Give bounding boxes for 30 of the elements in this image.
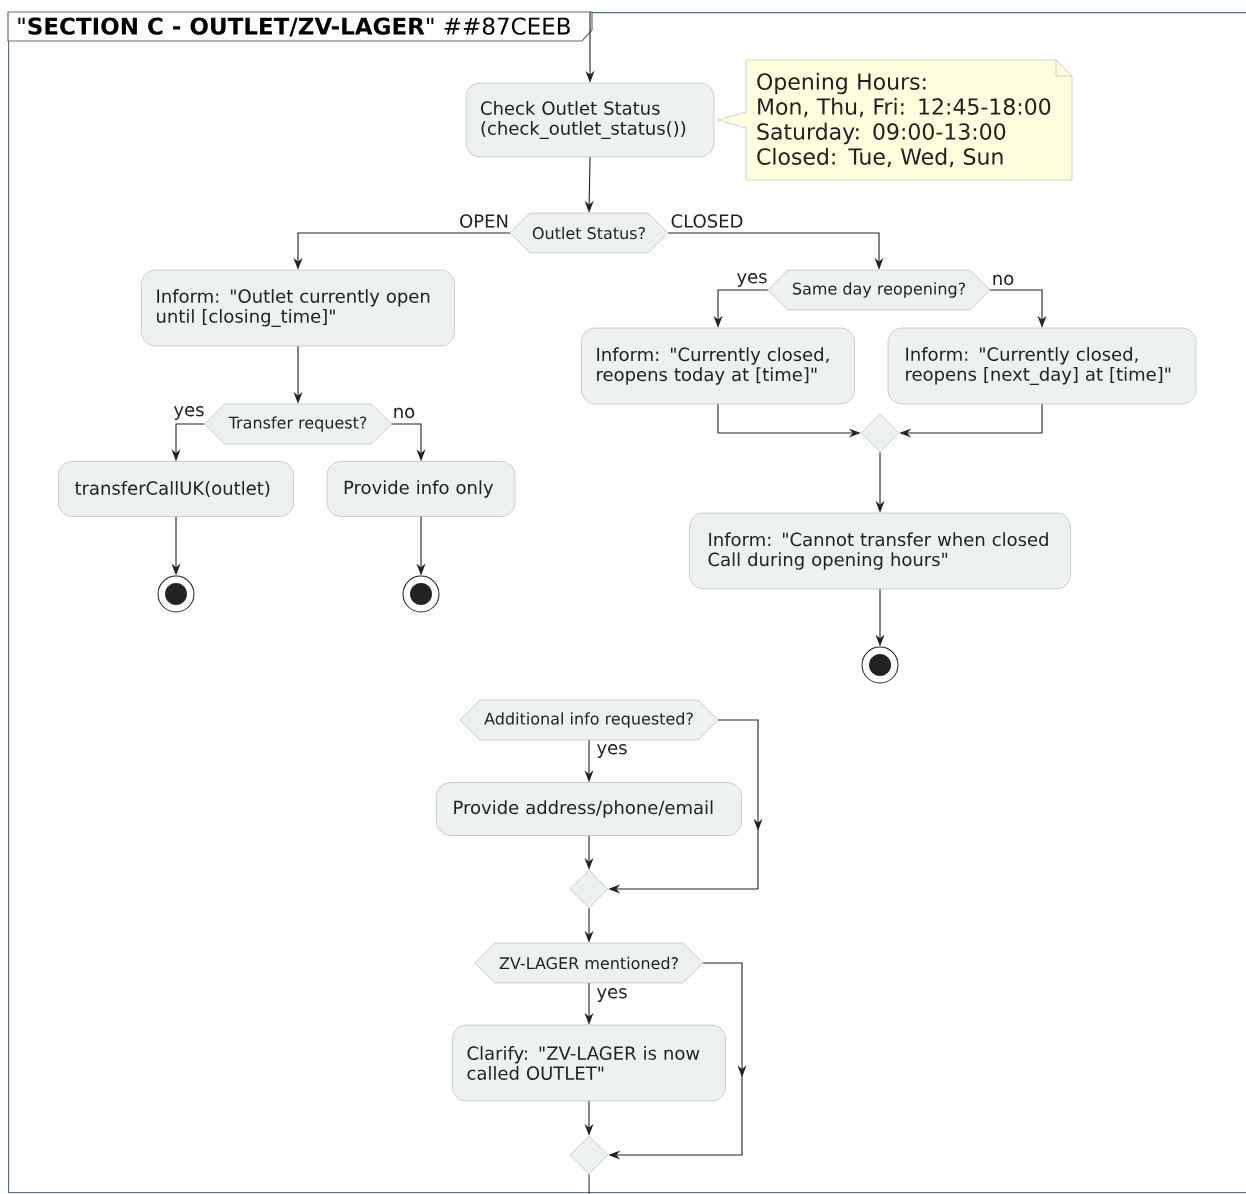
- action-box: Clarify: "ZV-LAGER is now called OUTLET": [452, 1024, 726, 1102]
- edge-label: no: [990, 273, 1016, 287]
- edge-label: yes: [595, 743, 629, 759]
- merge-diamond: [569, 869, 609, 909]
- decision-hexagon: Same day reopening?: [767, 269, 991, 311]
- end-node: [861, 646, 899, 684]
- end-node: [157, 575, 195, 613]
- decision-hexagon: Transfer request?: [204, 403, 392, 445]
- edge-label: yes: [595, 987, 629, 1003]
- action-box: Inform: "Currently closed, reopens today at [time]": [581, 327, 855, 405]
- edge-label: CLOSED: [669, 213, 745, 229]
- edge-label: yes: [735, 272, 769, 288]
- action-box: Provide info only: [326, 461, 516, 517]
- action-box: transferCallUK(outlet): [58, 461, 294, 517]
- action-box: Provide address/phone/email: [436, 782, 742, 836]
- action-box: Inform: "Outlet currently open until [closing_time]": [141, 269, 455, 347]
- decision-hexagon: Additional info requested?: [459, 699, 719, 741]
- action-box: Check Outlet Status (check_outlet_status()): [465, 82, 715, 158]
- decision-hexagon: Outlet Status?: [509, 212, 669, 254]
- connector: [588, 1173, 590, 1194]
- edge-label: yes: [172, 405, 206, 421]
- merge-diamond: [860, 413, 900, 453]
- end-node: [402, 575, 440, 613]
- merge-diamond: [569, 1135, 609, 1175]
- action-box: Inform: "Cannot transfer when closed Call during opening hours": [689, 512, 1071, 590]
- edge-label: no: [391, 406, 417, 420]
- action-box: Inform: "Currently closed, reopens [next_day] at [time]": [887, 327, 1197, 405]
- decision-hexagon: ZV-LAGER mentioned?: [474, 942, 704, 984]
- note: Opening Hours: Mon, Thu, Fri: 12:45-18:00 Saturday: 09:00-13:00 Closed: Tue, Wed, Sun: [717, 59, 1073, 181]
- edge-label: OPEN: [458, 213, 510, 229]
